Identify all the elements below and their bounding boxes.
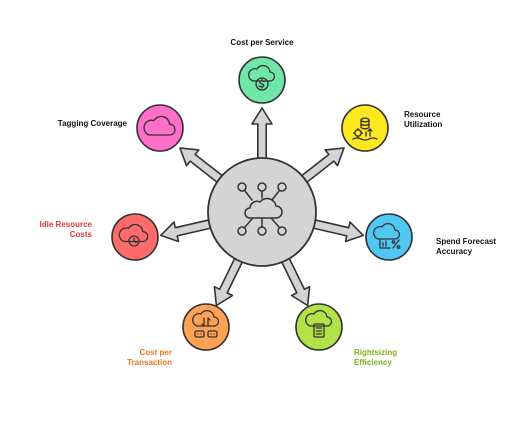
- node-label-line: Cost per: [140, 348, 172, 357]
- node-circle: [111, 213, 159, 261]
- arrow-to-cost-per-service: [251, 107, 273, 165]
- node-label: Tagging Coverage: [58, 119, 128, 128]
- node-label-line: Utilization: [404, 120, 442, 129]
- cloud-document-icon: [305, 309, 333, 338]
- database-gear-icon: [352, 117, 378, 141]
- node-cost-per-service: Cost per Service: [230, 38, 294, 104]
- arrow-to-spend-forecast-accuracy: [306, 217, 365, 243]
- cloud-transfer-icon: [192, 309, 220, 338]
- node-label-line: Idle Resource: [40, 220, 93, 229]
- node-label-line: Accuracy: [436, 247, 473, 256]
- node-label-line: Spend Forecast: [436, 237, 496, 246]
- cloud-clock-icon: [118, 223, 149, 247]
- node-label-line: Cost per Service: [230, 38, 294, 47]
- node-circle: [365, 213, 413, 261]
- hub-node: [207, 157, 317, 267]
- dollar-cloud-icon: [248, 64, 276, 91]
- hub-circle: [207, 157, 317, 267]
- node-tagging-coverage: Tagging Coverage: [58, 104, 184, 152]
- node-label-line: Rightsizing: [354, 348, 397, 357]
- node-label: Cost per Service: [230, 38, 294, 47]
- node-circle: [341, 104, 389, 152]
- arrow-to-idle-resource-costs: [159, 217, 217, 243]
- cloud-icon: [143, 115, 176, 136]
- cloud-forecast-icon: [373, 222, 401, 249]
- node-label-line: Efficiency: [354, 358, 392, 367]
- node-label-line: Tagging Coverage: [58, 119, 128, 128]
- node-circle: [136, 104, 184, 152]
- node-label-line: Resource: [404, 110, 441, 119]
- node-label-line: Transaction: [127, 358, 172, 367]
- node-label-line: Costs: [70, 230, 93, 239]
- cloud-network-icon: [237, 182, 287, 236]
